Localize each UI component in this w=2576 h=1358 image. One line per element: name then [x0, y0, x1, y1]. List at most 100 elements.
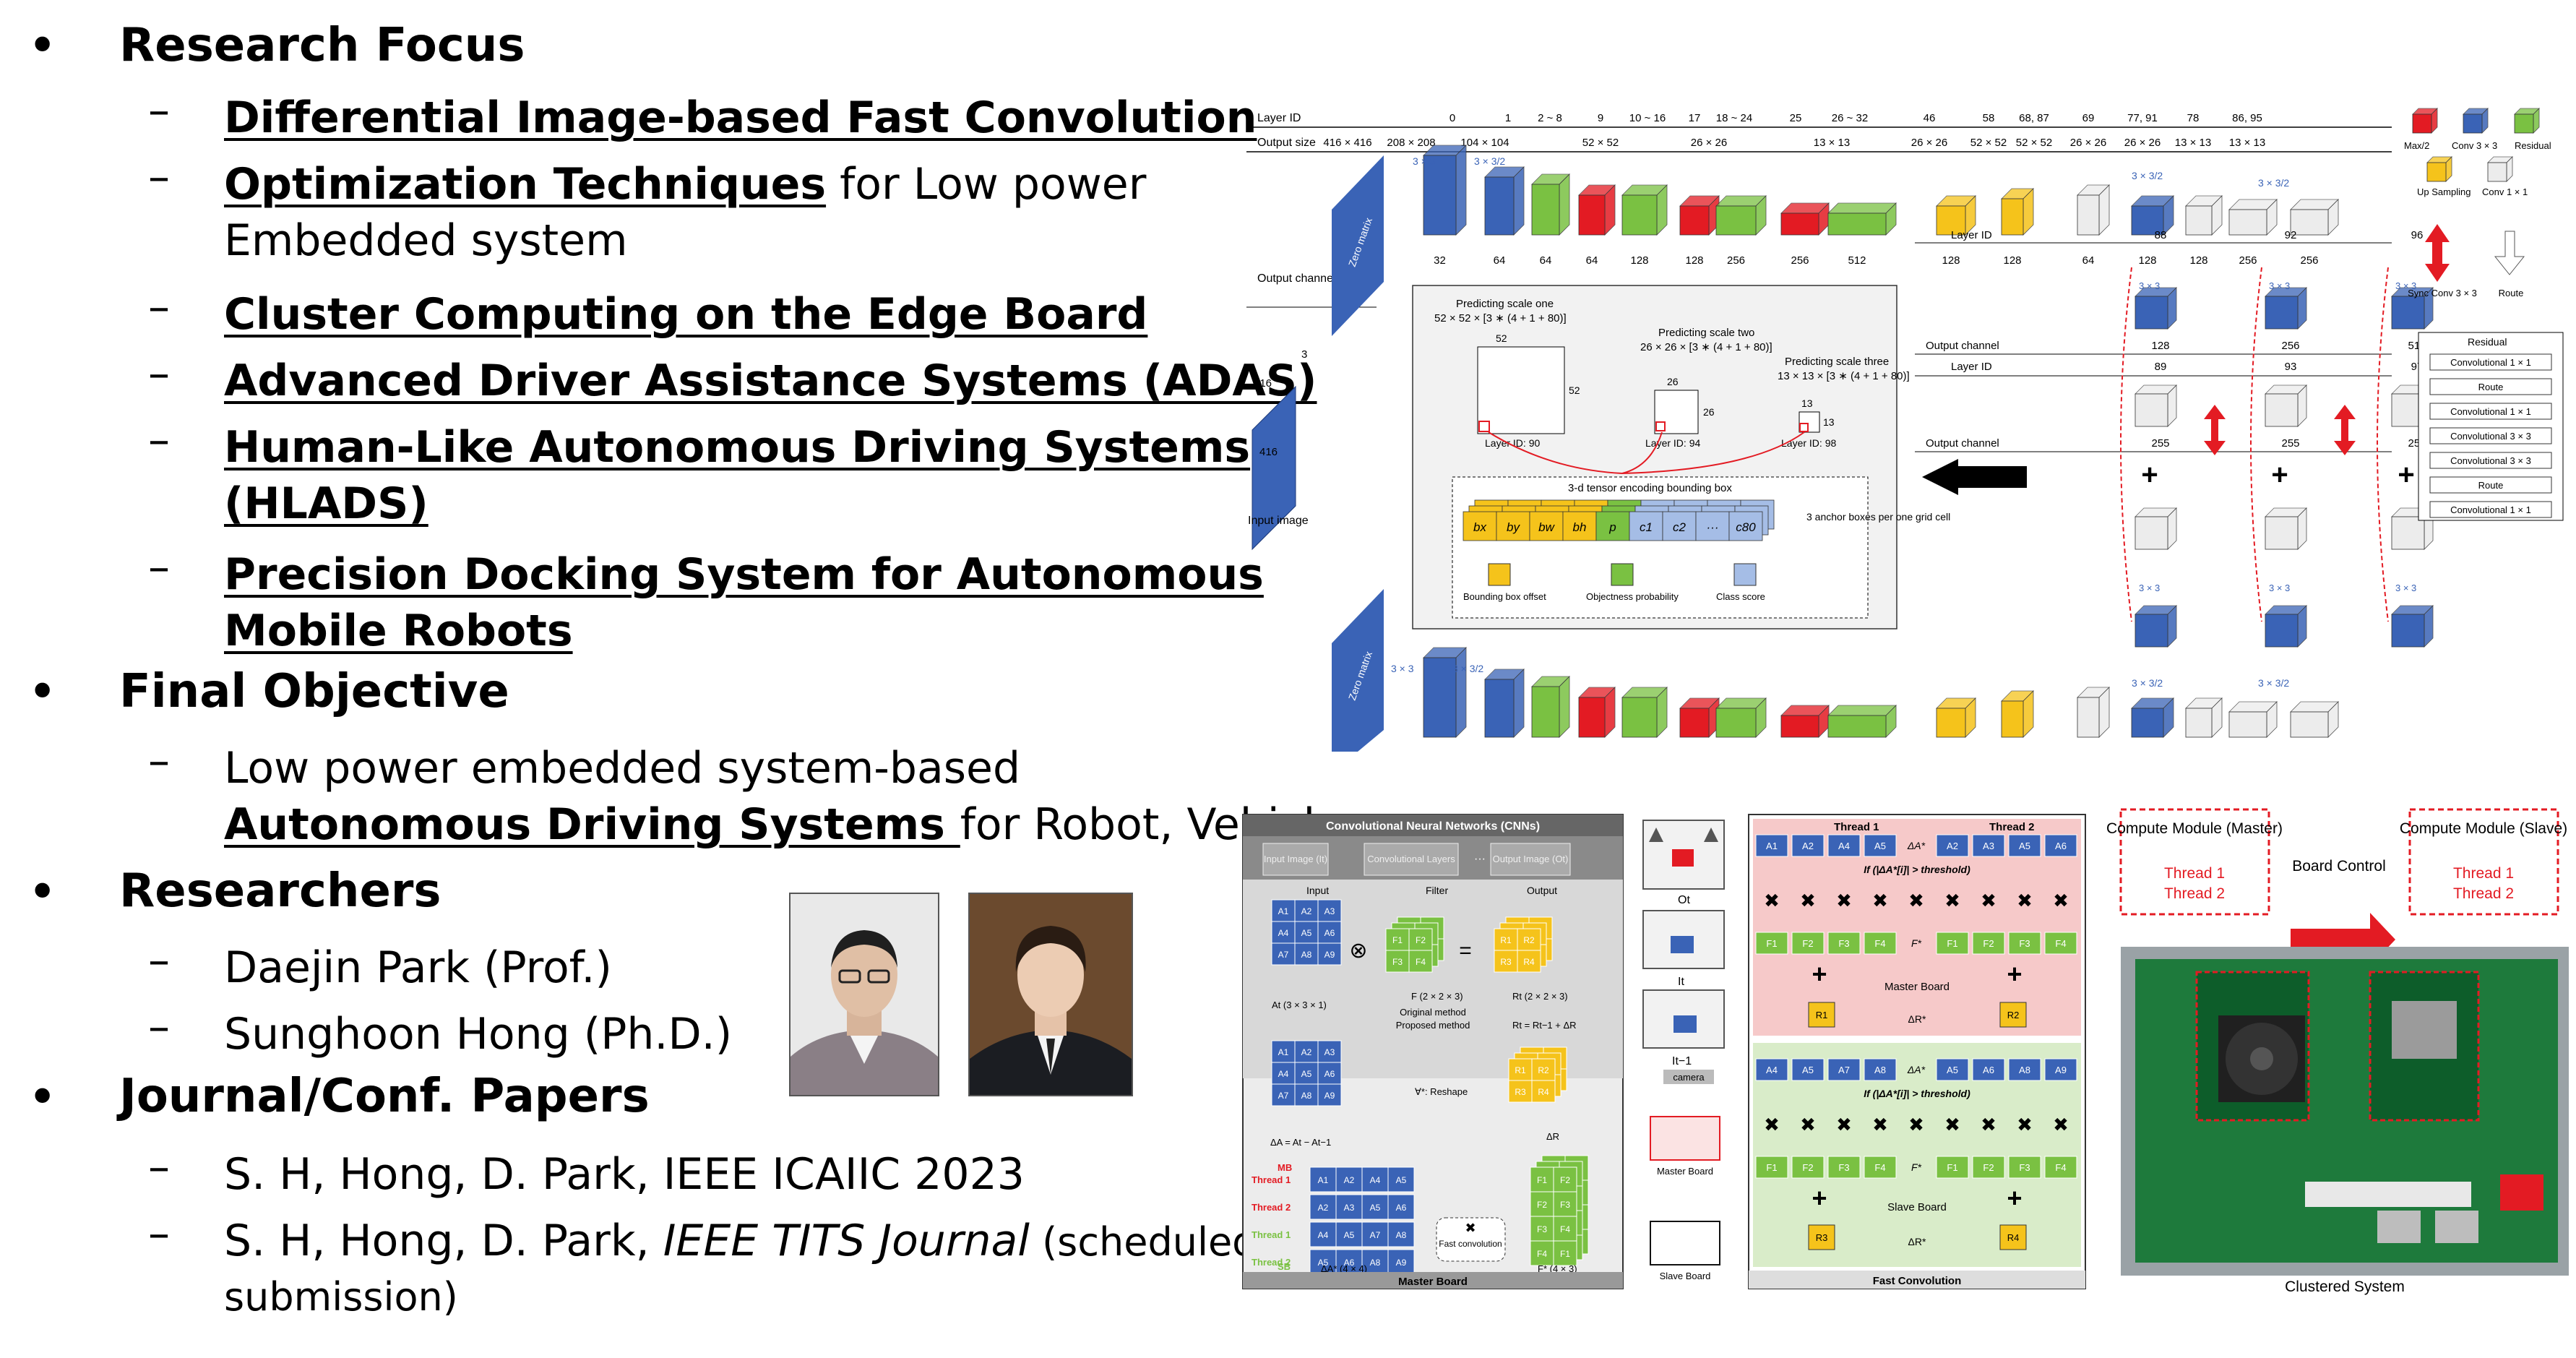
delta-a-star-label: A4	[1318, 1230, 1329, 1240]
row-symbol: F*	[1911, 1161, 1922, 1173]
residual-step-box	[2429, 403, 2552, 420]
section-title-research-focus: Research Focus	[119, 19, 525, 72]
residual-step: Convolutional 1 × 1	[2450, 406, 2531, 417]
proposed-method: Proposed method	[1396, 1020, 1470, 1031]
layer-block-top	[1827, 705, 1897, 716]
sync-block	[2135, 614, 2168, 648]
matrix-a-label: A3	[1324, 906, 1335, 916]
layer-block	[1827, 715, 1887, 738]
layer-block	[2185, 708, 2213, 738]
delta-a-star-label: A7	[1370, 1230, 1381, 1240]
residual-step-box	[2429, 427, 2552, 444]
cnn-title: Convolutional Neural Networks (CNNs)	[1326, 820, 1540, 833]
matrix-a-label: A4	[1278, 1069, 1289, 1079]
f-label2: F* (4 × 3)	[1538, 1263, 1577, 1274]
matrix-a-label: A8	[1301, 950, 1312, 960]
tensor-cell	[1595, 511, 1630, 541]
paper-1: S. H, Hong, D. Park, IEEE ICAIIC 2023	[224, 1149, 1025, 1200]
channel-value: 32	[1434, 254, 1446, 267]
research-item-2-line2: Embedded system	[224, 215, 628, 266]
delta-a-star-label: A1	[1318, 1175, 1329, 1185]
matrix-a-cell	[1271, 1083, 1296, 1106]
tensor-legend: Objectness probability	[1586, 591, 1679, 602]
grid-num: 13	[1823, 416, 1835, 428]
route-arrow-icon	[2494, 231, 2525, 275]
layer-id-cell: 9	[1598, 112, 1603, 124]
layer-id-label: Layer ID	[1951, 361, 1992, 373]
residual-step: Convolutional 1 × 1	[2450, 504, 2531, 515]
layer-id-cell: 77, 91	[2127, 112, 2158, 124]
legend-max	[2412, 113, 2432, 134]
times-icon: ✖	[1836, 1114, 1852, 1135]
layer-block-side	[1559, 676, 1570, 738]
output-size-cell: 52 × 52	[2016, 137, 2052, 149]
output-size-cell: 104 × 104	[1460, 137, 1509, 149]
item-bold: Advanced Driver Assistance Systems (ADAS…	[224, 356, 1317, 406]
tensor-cell	[1529, 511, 1564, 541]
fc-cell	[1972, 834, 2005, 857]
skip-connection	[2120, 267, 2132, 622]
item-bold: Human-Like Autonomous Driving Systems	[224, 422, 1251, 473]
delta-a-star-cell	[1309, 1166, 1337, 1192]
f-star-label: F1	[1537, 1175, 1547, 1185]
layer-id-cell: 69	[2082, 112, 2095, 124]
residual-step-box	[2429, 501, 2552, 518]
delta-a-star-label: A8	[1396, 1230, 1407, 1240]
thread2-label: Thread 2	[1989, 821, 2035, 833]
conv-label: 3 × 3	[1413, 155, 1436, 167]
plus-sign: +	[2398, 459, 2414, 491]
f-star-cell	[1530, 1216, 1554, 1242]
paper-authors: S. H, Hong, D. Park,	[224, 1216, 663, 1266]
dash: –	[148, 348, 170, 399]
tensor-cell-label: p	[1608, 520, 1616, 534]
conv-label: 3 × 3/2	[1474, 155, 1505, 167]
channel-value: 128	[2189, 254, 2207, 267]
matrix-a-label: A4	[1278, 928, 1289, 938]
out-r-cell	[1517, 950, 1541, 973]
delta-r-label: R3	[1515, 1087, 1526, 1097]
fc-label: F4	[2055, 1162, 2066, 1173]
times-icon: ✖	[1764, 1114, 1780, 1135]
conv-label: 3 × 3	[2139, 280, 2160, 291]
times-icon: ✖	[1465, 1221, 1476, 1235]
fc-label: F2	[1983, 1162, 1994, 1173]
delta-a-star-cell	[1387, 1194, 1415, 1220]
layer-block	[1827, 212, 1887, 236]
layer-block	[2228, 209, 2267, 236]
fc-label: A3	[1983, 841, 1994, 851]
condition: If (|ΔA*[i]| > threshold)	[1864, 1088, 1970, 1099]
plus-sign: +	[2141, 459, 2158, 491]
reshape-note: ∀*: Reshape	[1415, 1086, 1468, 1097]
delta-r-label: R4	[1538, 1087, 1549, 1097]
input-dim: 416	[1254, 377, 1272, 390]
tree-icon	[1649, 828, 1663, 842]
scale-two: Predicting scale two	[1658, 327, 1754, 339]
research-item-2: Optimization Techniques for Low power	[224, 156, 1146, 212]
layer-id-cell: 18 ~ 24	[1716, 112, 1752, 124]
lid-val: 89	[2155, 361, 2167, 373]
residual-step-box	[2429, 452, 2552, 469]
tensor-cell	[1629, 511, 1663, 541]
equals: =	[1459, 939, 1472, 963]
delta-a-star-label: A2	[1318, 1203, 1329, 1213]
layer-block	[1780, 715, 1819, 738]
output-size-cell: 416 × 416	[1323, 137, 1371, 149]
fc-cell	[2008, 932, 2041, 955]
matrix-a-label: A1	[1278, 906, 1289, 916]
matrix-a-label: A2	[1301, 1047, 1312, 1057]
conv-label: 3 × 3/2	[2132, 170, 2163, 181]
fc-label: A5	[2019, 841, 2030, 851]
cnn-panel: Convolutional Neural Networks (CNNs) Inp…	[1241, 813, 1624, 1290]
residual-step: Convolutional 3 × 3	[2450, 455, 2531, 466]
section-title-final-objective: Final Objective	[119, 665, 509, 718]
dash: –	[148, 152, 170, 202]
times-icon: ✖	[1908, 1114, 1924, 1135]
delta-a-star-label: A8	[1370, 1258, 1381, 1268]
layer-block	[1621, 697, 1658, 738]
output-size-cell: 52 × 52	[1970, 137, 2007, 149]
layer-block	[2290, 711, 2329, 738]
fc-label: F3	[2019, 1162, 2030, 1173]
